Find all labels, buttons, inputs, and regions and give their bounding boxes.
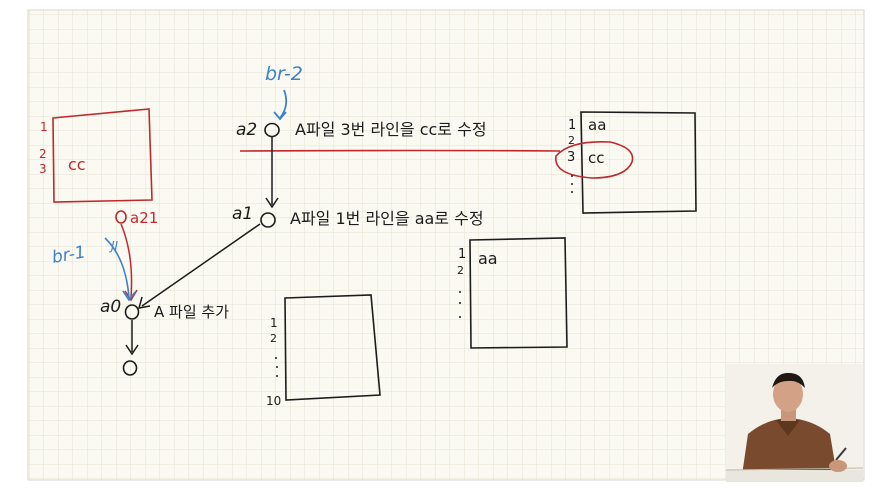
- file-box-red: 1 2 3 cc: [39, 108, 153, 203]
- commit-a21: a21: [115, 209, 158, 302]
- paper-grid: [28, 10, 864, 480]
- right-box-line-3-value: cc: [588, 149, 605, 167]
- bottom-box-line-1: 1: [270, 316, 278, 330]
- bottom-box-line-2: 2: [270, 332, 277, 345]
- branch-br2-label: br-2: [265, 63, 303, 85]
- edge-a21-a0: [120, 223, 133, 299]
- commit-a2-node: [264, 122, 280, 138]
- right-box-line-3: 3: [567, 150, 575, 165]
- svg-text:JI: JI: [109, 239, 119, 253]
- branch-br2-arrow: [279, 89, 288, 119]
- commit-a1-node: [260, 212, 276, 228]
- mid-box-line-1-value: aa: [478, 249, 498, 268]
- right-box-line-1: 1: [568, 118, 576, 133]
- red-box-line-3: 3: [39, 162, 47, 176]
- edge-a2-a1: [265, 137, 279, 209]
- commit-a21-label: a21: [130, 209, 158, 227]
- presenter-image: [726, 364, 863, 482]
- red-box-line-3-value: cc: [68, 155, 86, 174]
- paper-border: [27, 9, 865, 481]
- mid-box-line-2: 2: [457, 264, 464, 277]
- red-box-line-2: 2: [39, 147, 47, 161]
- commit-next-node: [122, 360, 138, 376]
- branch-br2: br-2: [265, 63, 303, 121]
- commit-a1: a1 A파일 1번 라인을 aa로 수정: [232, 204, 484, 228]
- commit-a2-note: A파일 3번 라인을 cc로 수정: [295, 120, 487, 139]
- commit-a2: a2 A파일 3번 라인을 cc로 수정: [236, 120, 487, 140]
- right-box-line-1-value: aa: [588, 116, 606, 134]
- branch-br1-arrow: [104, 237, 130, 299]
- bottom-box-line-10: 10: [266, 394, 281, 408]
- webcam-overlay: [726, 364, 863, 482]
- right-box-line-2: 2: [568, 134, 575, 147]
- commit-a0-label: a0: [100, 297, 121, 317]
- commit-a21-node: [115, 210, 127, 224]
- file-box-middle: 1 aa 2: [457, 237, 568, 349]
- edge-a1-a0: [137, 223, 261, 309]
- commit-a0-note: A 파일 추가: [154, 303, 229, 321]
- commit-a1-label: a1: [232, 204, 253, 224]
- red-strike-line: [239, 149, 561, 152]
- commit-a1-note: A파일 1번 라인을 aa로 수정: [290, 209, 484, 228]
- file-box-bottom: 1 2 10: [266, 294, 381, 408]
- commit-a0-node: [124, 304, 140, 320]
- commit-a0: a0 A 파일 추가: [100, 297, 229, 321]
- commit-a2-label: a2: [236, 120, 257, 140]
- red-circle-cc: [555, 140, 634, 179]
- mid-box-line-1: 1: [458, 247, 466, 262]
- red-box-line-1: 1: [40, 120, 48, 134]
- edge-a0-next: [122, 320, 139, 376]
